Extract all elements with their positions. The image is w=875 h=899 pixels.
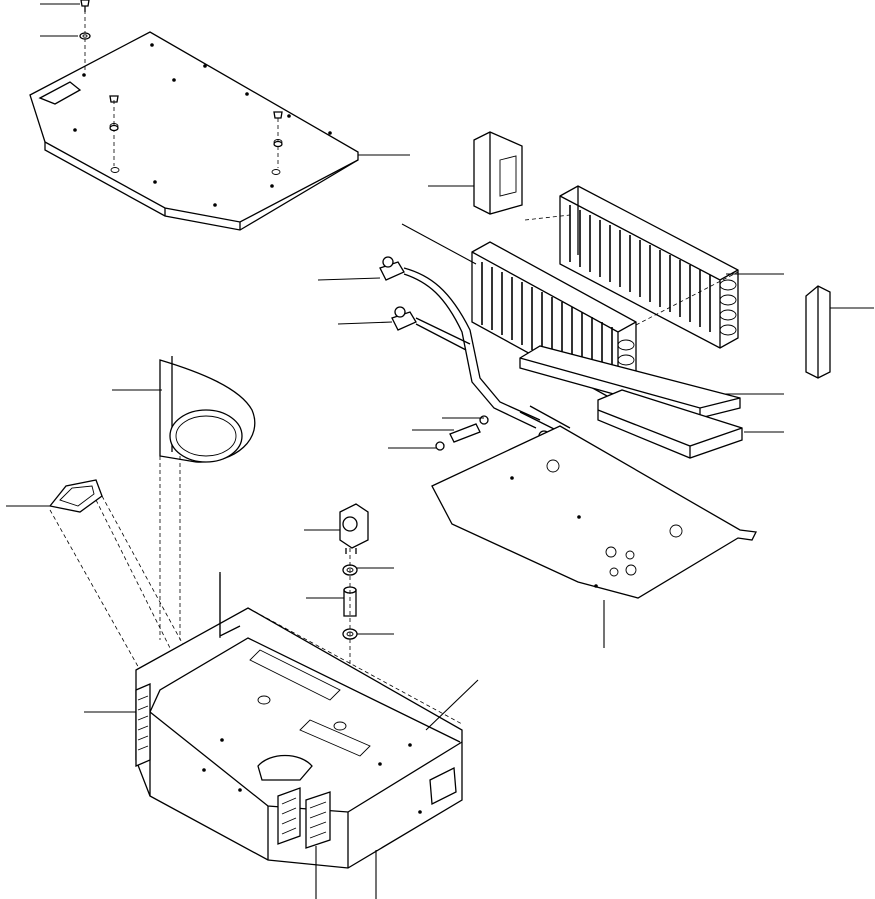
fitting-tube bbox=[449, 415, 489, 443]
air-duct bbox=[48, 479, 187, 671]
blower-fan bbox=[159, 356, 256, 640]
screw-icon bbox=[79, 0, 283, 148]
insulation-pad-lower bbox=[597, 389, 743, 459]
expansion-valve-upper bbox=[379, 256, 541, 429]
side-grille bbox=[135, 683, 151, 767]
louver-grille bbox=[277, 787, 331, 849]
side-bracket bbox=[805, 285, 831, 379]
cover-plate bbox=[29, 0, 359, 231]
housing-case bbox=[135, 607, 463, 869]
insulation-pad-upper bbox=[519, 345, 741, 419]
leader-lines bbox=[6, 3, 874, 899]
thermostat-switch bbox=[339, 503, 369, 554]
clamp-screw bbox=[435, 441, 445, 451]
evaporator-core-rear bbox=[559, 185, 739, 349]
base-plate bbox=[431, 425, 757, 599]
bracket-small bbox=[473, 131, 523, 215]
